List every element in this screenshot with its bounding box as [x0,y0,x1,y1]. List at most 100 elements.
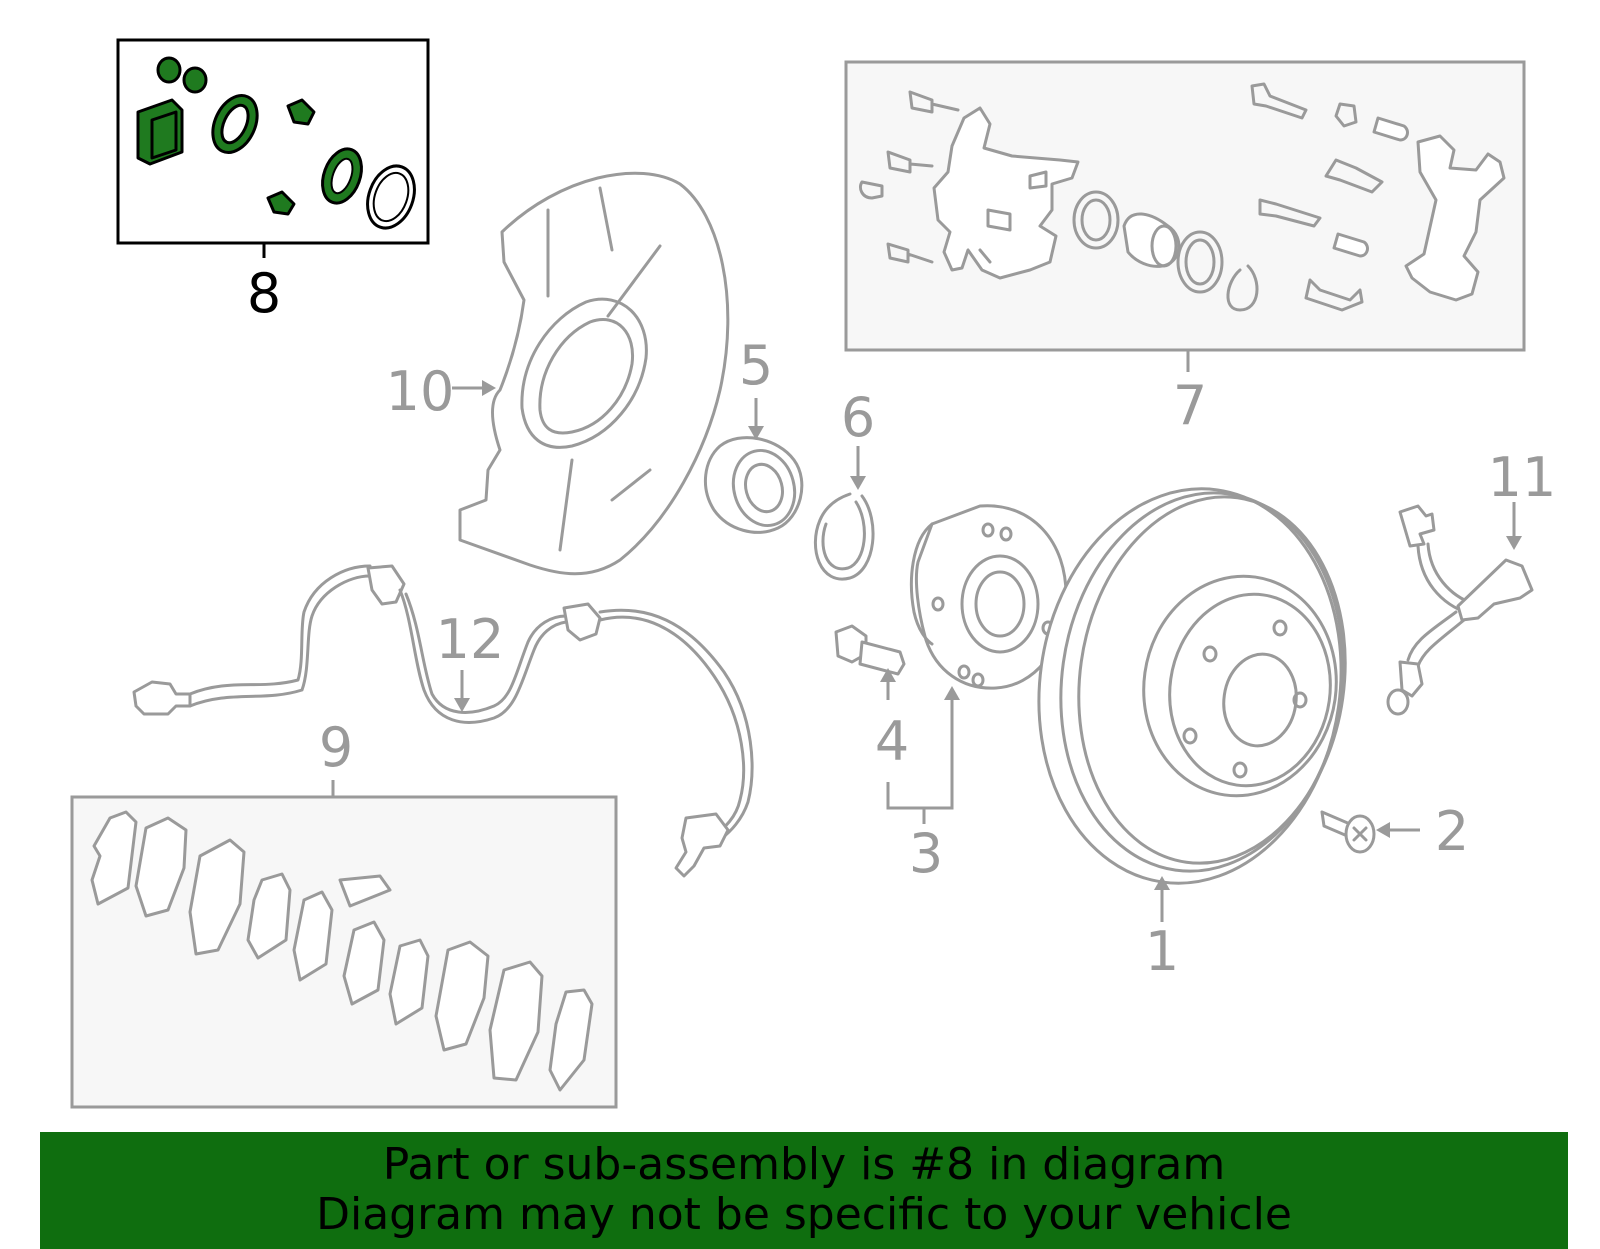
callout-10[interactable]: 10 [386,360,455,423]
part-1-lug-hole [1272,619,1288,637]
arrow-3 [944,686,960,700]
part-1-lug-hole [1202,645,1218,663]
part-3-stud-hole [931,596,945,612]
callout-6[interactable]: 6 [841,386,875,449]
part-10-shield-ribs [546,186,662,552]
part-7-caliper-detail [978,170,1048,264]
part-1-rotor-outer [1037,487,1343,885]
part-2-screw[interactable] [1320,810,1376,854]
callout-7[interactable]: 7 [1173,374,1207,437]
callout-3[interactable]: 3 [909,822,943,885]
part-7-bolt [908,90,960,114]
part-6-snap-ring[interactable] [813,492,875,581]
part-7-pin [1258,198,1322,228]
part-11-hose-lower [1406,610,1466,668]
part-4-stud-shank [858,640,906,676]
part-8-grease-packet [150,110,178,160]
part-7-boot-small [1372,116,1409,142]
part-12-connector [132,680,192,716]
arrow-11 [1506,536,1522,550]
part-7-clip [1324,158,1384,194]
part-3-hub[interactable] [909,504,1068,690]
part-3-stud-hole [971,672,985,688]
part-9-shim [292,890,334,982]
part-12-sensor-head [674,812,730,878]
part-6-ring-inner [821,500,866,571]
part-1-lug-hole [1182,727,1198,745]
part-9-shim [388,938,430,1026]
part-7-caliper-body [932,106,1080,280]
part-1-rotor-hat [1142,574,1338,798]
arrow-6 [850,476,866,490]
part-7-boot-small [1332,232,1369,258]
callout-labels: 8 10 5 6 7 11 12 9 4 3 2 1 [247,262,1557,983]
part-1-brake-rotor[interactable] [1014,469,1368,903]
arrow-2 [1376,822,1390,838]
part-4-wheel-stud[interactable] [834,624,906,676]
part-12-clip [562,602,602,642]
part-7-bolt [886,150,934,174]
part-12-wire-right [598,608,754,840]
callout-9[interactable]: 9 [319,716,353,779]
part-9-pad [434,940,490,1052]
part-9-shim [246,872,292,960]
callout-8[interactable]: 8 [247,262,281,325]
part-1-rotor-hat-inner [1168,592,1332,788]
part-11-brake-hose[interactable] [1386,504,1534,716]
part-10-splash-shield[interactable] [458,171,730,576]
part-7-shim [1304,278,1364,312]
leader-lines [452,380,1522,922]
part-9-shim [548,988,594,1092]
part-7-pin [1250,82,1308,120]
part-7-nut [1334,102,1358,128]
part-9-pad [488,960,544,1082]
part-9-pad [134,816,188,918]
part-1-lug-hole [1292,691,1308,709]
part-8-cap [182,66,208,94]
part-9-pad [188,838,246,956]
part-3-hub-center [960,554,1040,654]
part-3-hub-back [909,522,934,646]
part-3-hub-flange [914,504,1068,690]
banner-line-1: Part or sub-assembly is #8 in diagram [382,1139,1226,1190]
part-7-seal [1072,190,1120,250]
callout-11[interactable]: 11 [1488,446,1557,509]
part-5-wheel-bearing[interactable] [703,436,804,534]
part-5-bearing-bore [744,462,784,514]
arrow-10 [482,380,496,396]
part-8-piston-seal-inner [220,103,250,145]
part-9-clip [338,874,392,908]
part-9-shim [90,810,138,906]
callout-4[interactable]: 4 [875,710,909,773]
part-11-banjo [1386,688,1410,716]
part-7-caliper-assembly[interactable] [844,60,1526,372]
part-3-hub-bore [974,570,1026,638]
part-7-boot-inner [1184,238,1216,286]
part-9-shim [342,920,386,1006]
part-3-stud-hole [981,522,995,538]
callout-2[interactable]: 2 [1435,800,1469,863]
part-7-bracket [1404,134,1506,302]
part-10-shield-opening-inner [538,318,635,435]
part-10-shield-opening [520,297,648,449]
part-3-stud-hole [957,664,971,680]
part-9-brake-pads[interactable] [70,780,618,1109]
part-11-connector [1398,504,1436,548]
part-8-ring-inner [372,171,410,223]
part-3-stud-hole [999,526,1013,542]
part-12-wire-left [188,564,372,708]
part-8-boot-inner [330,157,354,195]
callout-5[interactable]: 5 [739,334,773,397]
part-8-caliper-seal-kit[interactable] [116,38,430,258]
part-6-ring-outer [813,492,875,581]
callout-1[interactable]: 1 [1145,920,1179,983]
part-8-bleeder [286,98,316,126]
part-8-ring [366,164,416,230]
part-2-screw-cross [1352,826,1368,842]
part-8-bolt [266,190,296,216]
part-5-bearing-ring [731,448,797,528]
part-12-abs-sensor-wire[interactable] [132,564,754,878]
arrow-5 [748,426,764,440]
callout-12[interactable]: 12 [436,608,505,671]
